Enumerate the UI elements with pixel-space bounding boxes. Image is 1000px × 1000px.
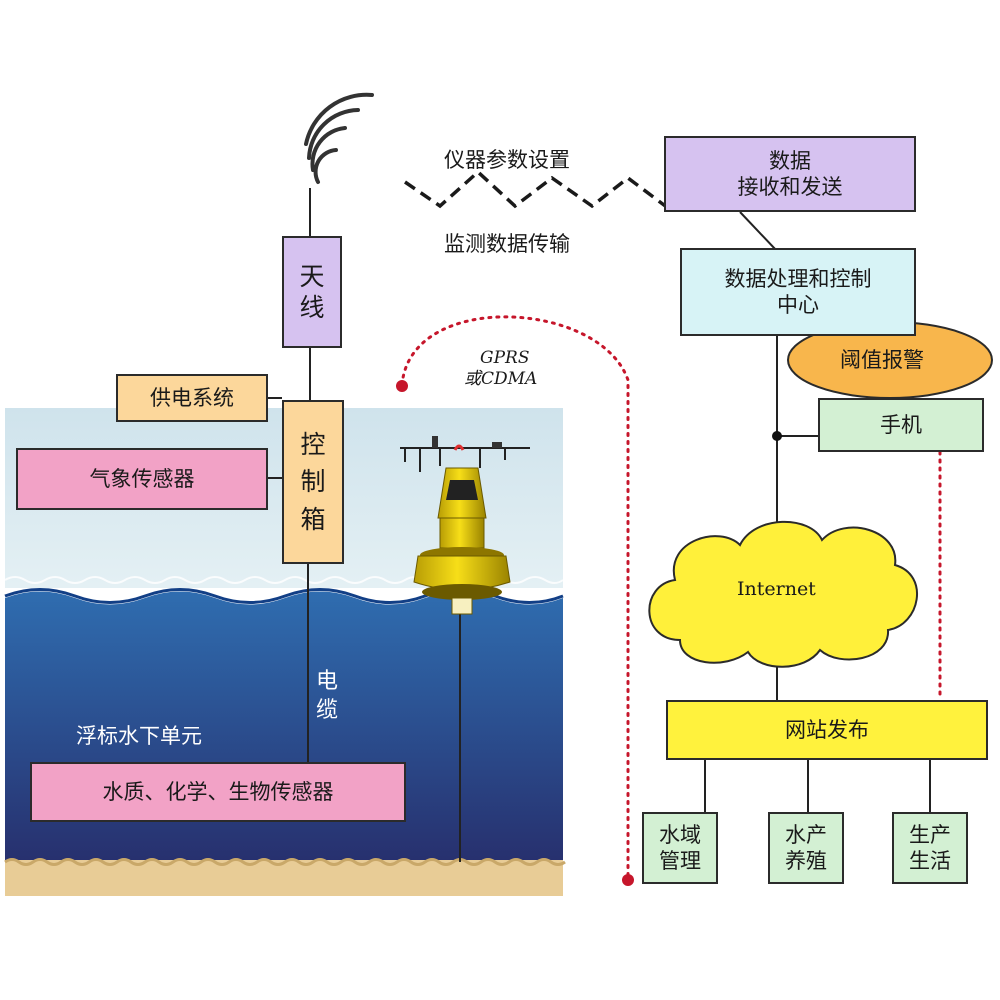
weather-sensor-label: 气象传感器 — [89, 466, 195, 491]
alarm-label: 阈值报警 — [840, 348, 924, 372]
phone-junction-dot — [772, 431, 782, 441]
gprs-start-dot — [396, 380, 408, 392]
buoy-icon — [400, 436, 530, 615]
data-rx-box: 数据 接收和发送 — [664, 136, 916, 212]
app-production-life-label-1: 生产 — [909, 822, 951, 847]
water-sensors-label: 水质、化学、生物传感器 — [102, 779, 334, 804]
gprs-label: GPRS 或CDMA — [464, 348, 537, 391]
gprs-dotted-path — [400, 315, 630, 880]
seabed-edge — [4, 858, 566, 866]
control-box-label-1: 控 — [300, 429, 326, 459]
app-production-life-box: 生产 生活 — [892, 812, 968, 884]
data-transfer-label: 监测数据传输 — [444, 232, 570, 256]
antenna-label-1: 天 — [299, 261, 325, 291]
internet-cloud-icon — [648, 520, 918, 668]
app-aquaculture-label-2: 养殖 — [785, 849, 827, 873]
website-label: 网站发布 — [785, 717, 869, 742]
control-box-label-3: 箱 — [300, 504, 326, 534]
app-water-management-label-2: 管理 — [659, 849, 701, 873]
app-aquaculture-label-1: 水产 — [785, 822, 827, 847]
cable-label-2: 缆 — [316, 697, 339, 723]
control-box-label-2: 制 — [300, 467, 326, 497]
gprs-end-dot — [622, 874, 634, 886]
antenna-signal-icon — [304, 92, 374, 184]
param-setting-label: 仪器参数设置 — [444, 148, 570, 172]
underwater-unit-label: 浮标水下单元 — [76, 724, 202, 748]
gprs-label-line2: 或CDMA — [464, 369, 538, 390]
weather-sensor-box: 气象传感器 — [16, 448, 268, 510]
data-rx-label-2: 接收和发送 — [737, 175, 843, 199]
seabed — [5, 860, 563, 896]
water-sensors-box: 水质、化学、生物传感器 — [30, 762, 406, 822]
antenna-label-2: 线 — [299, 293, 325, 322]
control-center-label-2: 中心 — [777, 293, 819, 317]
wireless-link-line — [404, 169, 670, 210]
phone-box: 手机 — [818, 398, 984, 452]
gprs-label-line1: GPRS — [480, 348, 530, 368]
app-water-management-box: 水域 管理 — [642, 812, 718, 884]
cable-label-1: 电 — [316, 669, 339, 694]
left-connectors — [268, 188, 461, 862]
power-system-label: 供电系统 — [150, 385, 234, 410]
phone-label: 手机 — [880, 412, 922, 437]
control-center-label-1: 数据处理和控制 — [724, 266, 872, 291]
control-center-box: 数据处理和控制 中心 — [680, 248, 916, 336]
app-production-life-label-2: 生活 — [909, 849, 951, 873]
data-rx-label-1: 数据 — [769, 148, 811, 173]
power-system-box: 供电系统 — [116, 374, 268, 422]
cable-label: 电 缆 — [316, 668, 338, 725]
internet-label: Internet — [737, 578, 816, 600]
control-box: 控 制 箱 — [282, 400, 344, 564]
app-water-management-label-1: 水域 — [659, 822, 701, 847]
antenna-box: 天 线 — [282, 236, 342, 348]
website-box: 网站发布 — [666, 700, 988, 760]
app-aquaculture-box: 水产 养殖 — [768, 812, 844, 884]
